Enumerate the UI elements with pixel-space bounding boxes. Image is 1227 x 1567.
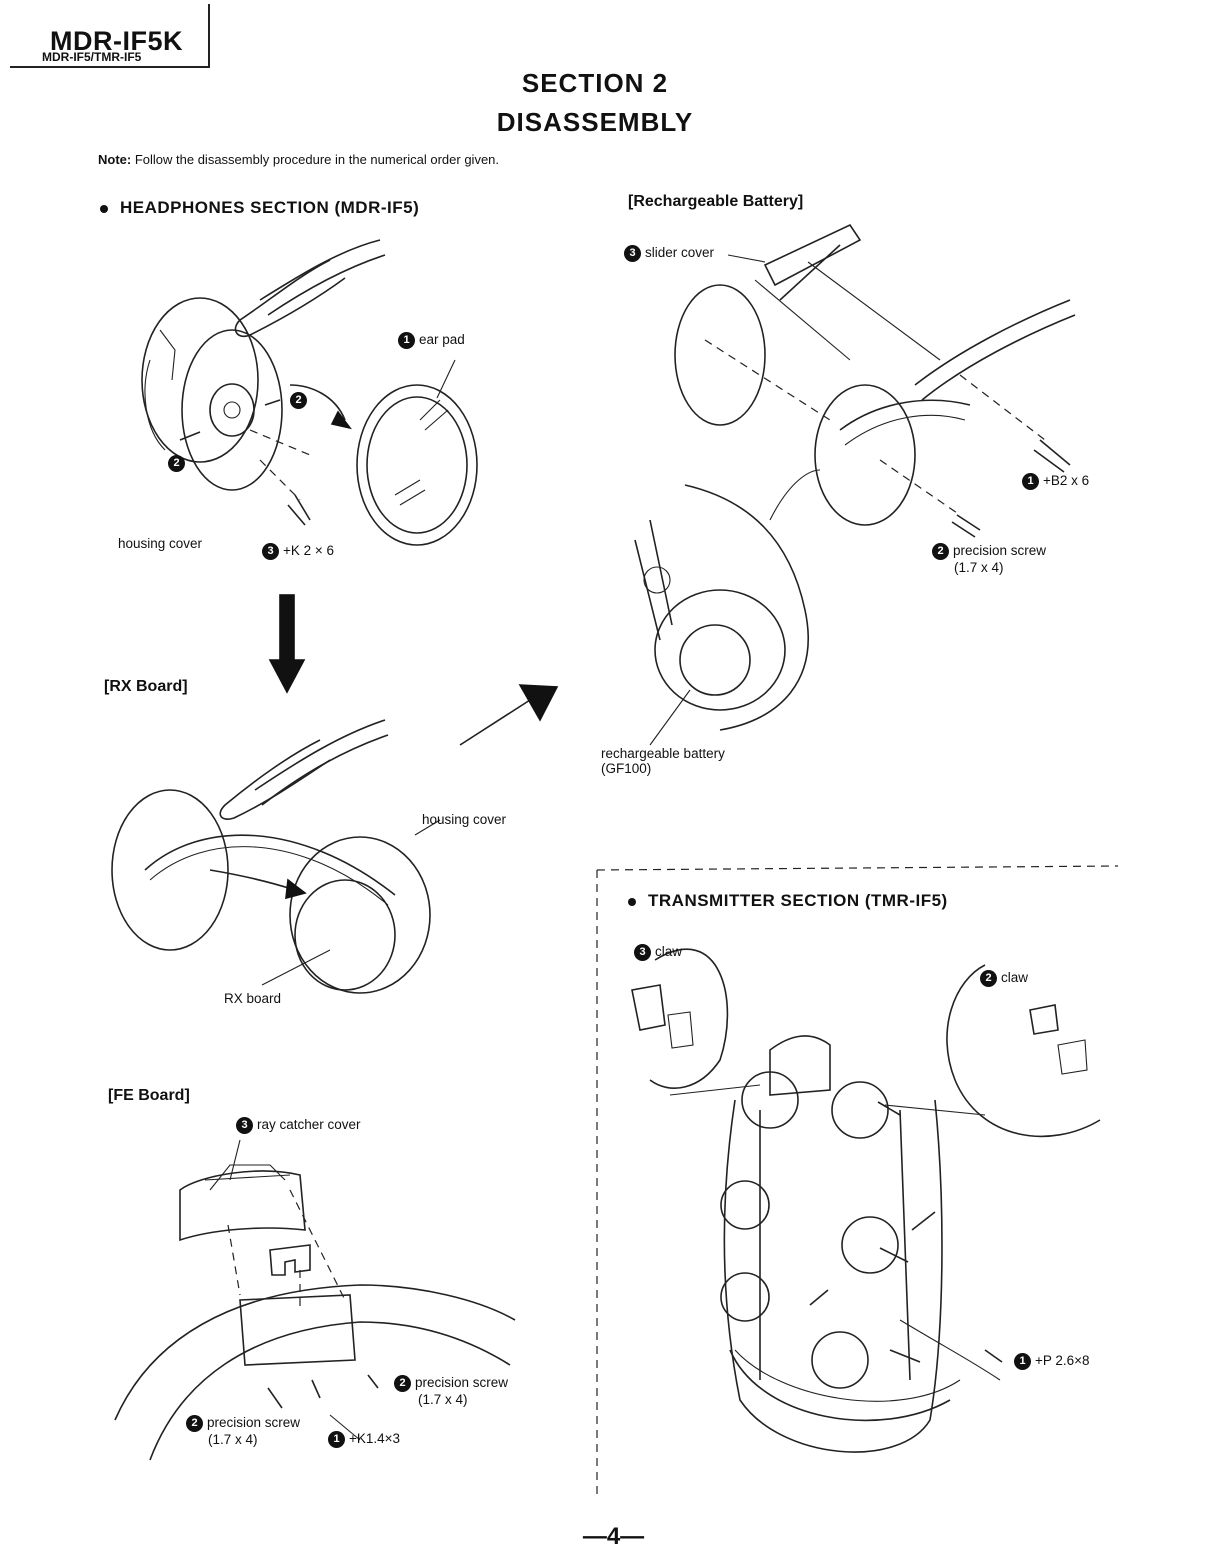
note: Note: Follow the disassembly procedure i… xyxy=(98,152,499,167)
bullet-icon xyxy=(100,204,108,213)
step-number-icon: 1 xyxy=(398,332,415,349)
page-title: DISASSEMBLY xyxy=(496,107,694,137)
rx-board-heading: [RX Board] xyxy=(104,678,188,695)
screw-label: 3+K 2 × 6 xyxy=(262,543,334,560)
p-screw-label: 1+P 2.6×8 xyxy=(1014,1353,1090,1370)
fe-board-drawing xyxy=(114,1139,516,1461)
ear-pad-drawing xyxy=(356,359,478,546)
transmitter-drawing xyxy=(631,948,1101,1453)
bullet-icon xyxy=(628,897,636,906)
model-box xyxy=(10,4,210,68)
battery-drawing xyxy=(634,223,1076,746)
model-number: MDR-IF5K xyxy=(50,26,183,56)
rechargeable-battery-label: rechargeable battery(GF100) xyxy=(601,746,725,776)
fe-screw-k-label: 1+K1.4×3 xyxy=(328,1431,400,1448)
transmitter-border xyxy=(596,865,1119,1500)
step2-marker-b: 2 xyxy=(168,455,189,473)
battery-heading: [Rechargeable Battery] xyxy=(628,193,804,210)
section-number: SECTION 2 xyxy=(521,68,669,98)
headphone-housing-drawing xyxy=(141,239,386,526)
rx-board-drawing xyxy=(111,719,441,994)
transmitter-heading: TRANSMITTER SECTION (TMR-IF5) xyxy=(628,891,948,911)
page-number: —4— xyxy=(582,1523,645,1550)
model-subtitle: MDR-IF5/TMR-IF5 xyxy=(42,50,142,64)
diagonal-arrow xyxy=(459,684,559,746)
rx-housing-cover-label: housing cover xyxy=(422,812,507,827)
b2-screw-label: 1+B2 x 6 xyxy=(1022,473,1089,490)
step2-marker-a: 2 xyxy=(290,392,311,410)
headphones-heading: HEADPHONES SECTION (MDR-IF5) xyxy=(100,198,419,218)
housing-cover-label: housing cover xyxy=(118,536,203,551)
fe-board-heading: [FE Board] xyxy=(108,1087,190,1104)
note-text: Follow the disassembly procedure in the … xyxy=(134,152,500,167)
note-prefix: Note: xyxy=(98,152,132,167)
rx-board-label: RX board xyxy=(224,991,282,1006)
down-arrow xyxy=(268,594,306,694)
